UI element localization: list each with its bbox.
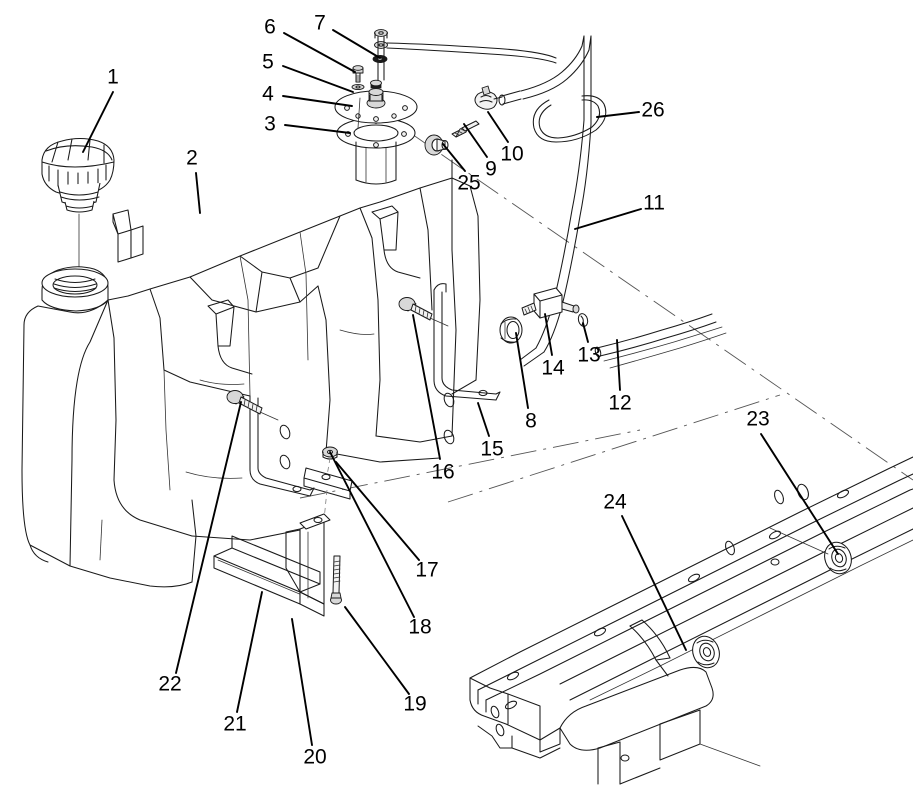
leader-line-24	[621, 515, 687, 651]
leader-line-12	[616, 339, 621, 391]
leader-line-16	[412, 314, 441, 460]
leader-line-13	[582, 322, 589, 343]
leader-line-26	[596, 111, 640, 118]
leader-line-9	[463, 123, 488, 158]
callout-number-6: 6	[264, 16, 276, 39]
callout-number-17: 17	[415, 559, 438, 582]
mounting-bracket-assembly	[226, 283, 501, 497]
fuel-level-sender-assembly	[334, 29, 557, 185]
leader-line-17	[335, 461, 420, 561]
tank-strap-assembly	[213, 446, 353, 617]
leader-line-11	[574, 208, 642, 230]
callout-number-8: 8	[525, 410, 537, 433]
leader-line-8	[515, 332, 529, 409]
leader-line-2	[195, 172, 201, 214]
leader-line-25	[442, 143, 466, 172]
callout-number-26: 26	[641, 99, 664, 122]
leader-line-20	[291, 618, 313, 746]
callout-number-13: 13	[577, 344, 600, 367]
callout-number-11: 11	[643, 192, 665, 215]
leader-line-18	[329, 451, 415, 618]
callout-number-7: 7	[314, 12, 326, 35]
leader-line-3	[284, 124, 351, 134]
leader-line-4	[282, 95, 353, 107]
fuel-tank-body	[21, 159, 481, 588]
leader-line-5	[282, 65, 354, 93]
leader-line-10	[487, 111, 509, 143]
leader-line-19	[344, 606, 410, 695]
leader-line-1	[82, 91, 114, 153]
callout-number-9: 9	[485, 158, 497, 181]
callout-number-18: 18	[408, 616, 431, 639]
leader-line-22	[175, 401, 242, 674]
callout-number-22: 22	[158, 673, 181, 696]
callout-number-24: 24	[603, 491, 627, 514]
callout-leader-lines	[82, 29, 839, 746]
callout-number-14: 14	[541, 357, 565, 380]
leader-line-21	[236, 591, 263, 713]
chassis-frame-rail	[469, 456, 913, 785]
fuel-cap	[41, 137, 115, 213]
callout-number-23: 23	[746, 408, 769, 431]
tank-fittings	[424, 85, 522, 156]
callout-number-2: 2	[186, 147, 198, 170]
leader-line-23	[760, 433, 839, 555]
callout-number-3: 3	[264, 113, 276, 136]
fuel-hoses	[519, 35, 727, 369]
callout-number-21: 21	[223, 713, 246, 736]
callout-number-19: 19	[403, 693, 426, 716]
callout-number-5: 5	[262, 51, 274, 74]
callout-number-20: 20	[303, 746, 326, 769]
leader-line-6	[283, 32, 356, 73]
leader-line-14	[544, 313, 553, 356]
centerlines	[299, 129, 913, 503]
leader-line-15	[477, 402, 490, 437]
callout-number-1: 1	[107, 66, 119, 89]
callout-number-4: 4	[262, 83, 274, 106]
callout-number-16: 16	[431, 461, 454, 484]
callout-number-10: 10	[500, 143, 523, 166]
callout-number-25: 25	[457, 172, 480, 195]
callout-number-15: 15	[480, 438, 503, 461]
callout-number-12: 12	[608, 392, 631, 415]
leader-line-7	[332, 29, 381, 59]
